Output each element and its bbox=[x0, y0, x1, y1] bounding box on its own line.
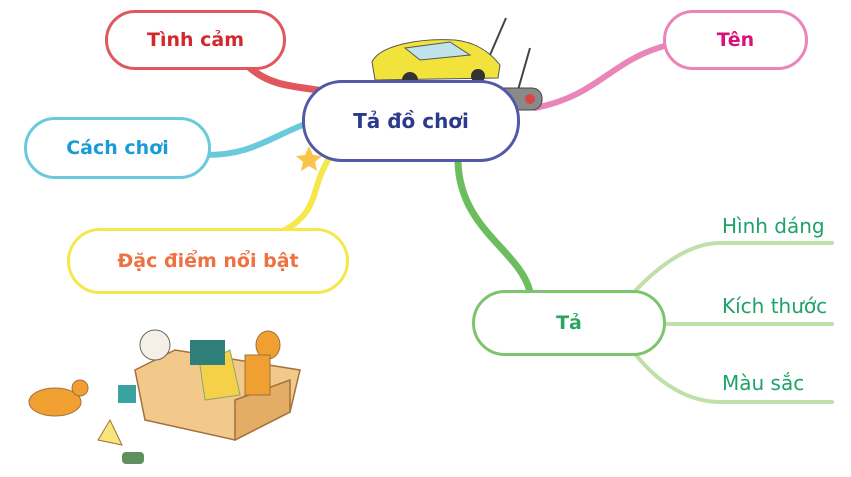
branch-ta[interactable]: Tả bbox=[472, 290, 666, 356]
branch-label: Đặc điểm nổi bật bbox=[117, 250, 299, 272]
toy-box-icon bbox=[28, 329, 301, 464]
branch-dac-diem[interactable]: Đặc điểm nổi bật bbox=[67, 228, 349, 294]
center-node[interactable]: Tả đồ chơi bbox=[302, 80, 520, 162]
branch-ten[interactable]: Tên bbox=[663, 10, 808, 70]
branch-label: Tên bbox=[716, 29, 755, 51]
branch-tinh-cam[interactable]: Tình cảm bbox=[105, 10, 286, 70]
toy-car-icon bbox=[371, 17, 507, 88]
connector-ten bbox=[532, 42, 671, 111]
connector-tinh-cam bbox=[246, 64, 322, 94]
branch-label: Cách chơi bbox=[66, 137, 169, 159]
branch-label: Tình cảm bbox=[146, 29, 245, 51]
connector-hinh-dang bbox=[634, 241, 834, 292]
leaf-kich-thuoc[interactable]: Kích thước bbox=[722, 294, 828, 318]
connector-cach-choi bbox=[202, 121, 308, 158]
connector-mau-sac bbox=[634, 353, 834, 404]
branch-label: Tả bbox=[556, 312, 582, 334]
connector-dac-diem bbox=[282, 157, 331, 233]
center-label: Tả đồ chơi bbox=[353, 109, 469, 133]
connector-ta bbox=[454, 158, 534, 296]
branch-cach-choi[interactable]: Cách chơi bbox=[24, 117, 211, 179]
star-icon bbox=[296, 146, 322, 171]
leaf-hinh-dang[interactable]: Hình dáng bbox=[722, 214, 825, 238]
leaf-mau-sac[interactable]: Màu sắc bbox=[722, 371, 805, 395]
